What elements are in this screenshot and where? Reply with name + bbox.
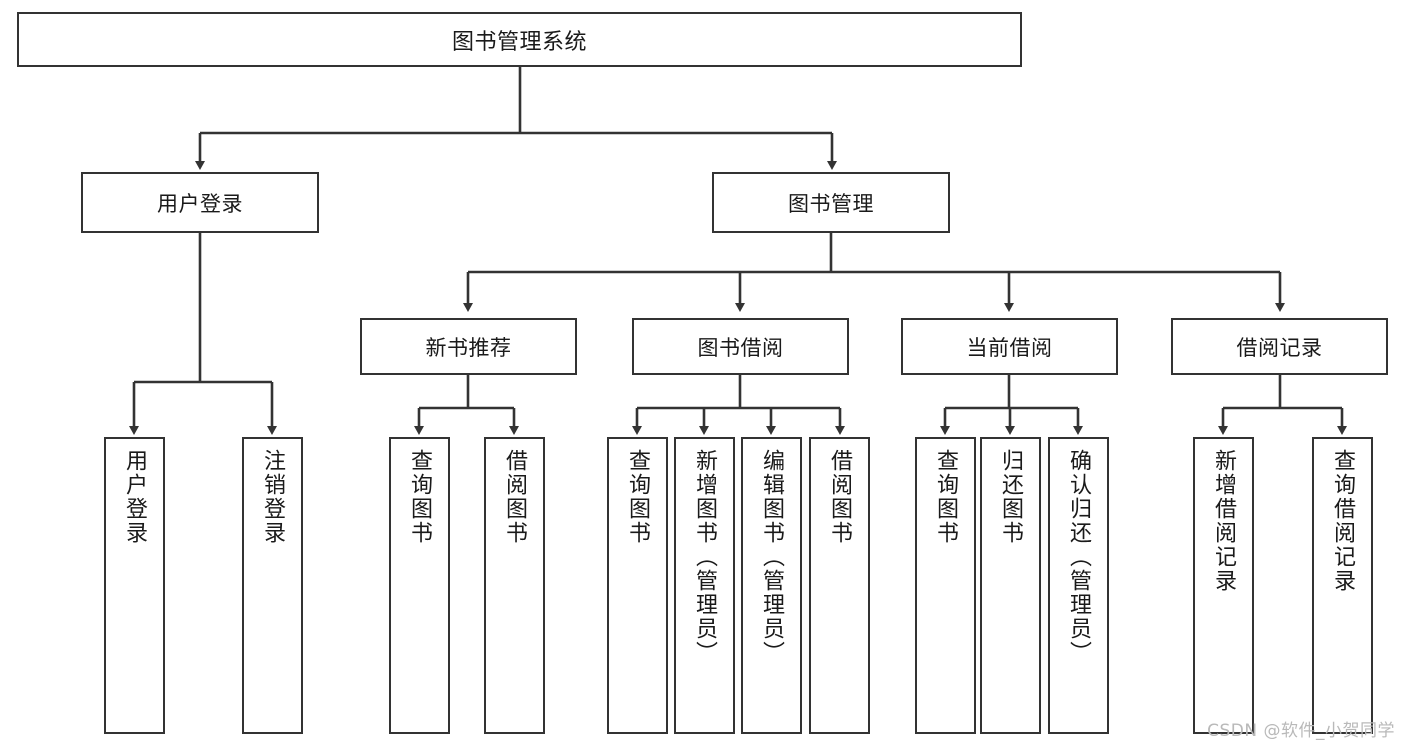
node-label: 新书推荐 [425,335,512,360]
node-label: 查询图书 [933,449,959,545]
node-root-book-management-system[interactable]: 图书管理系统 [17,12,1022,67]
node-label: 注销登录 [260,449,286,545]
node-user-login[interactable]: 用户登录 [81,172,319,233]
node-label: 图书管理 [788,191,874,216]
node-label: 新增借阅记录 [1211,449,1237,593]
node-leaf-return-book[interactable]: 归还图书 [980,437,1041,734]
node-leaf-query-record[interactable]: 查询借阅记录 [1312,437,1373,734]
node-leaf-query-book-1[interactable]: 查询图书 [389,437,450,734]
node-leaf-user-logout[interactable]: 注销登录 [242,437,303,734]
node-leaf-confirm-return[interactable]: 确认归还（管理员） [1048,437,1109,734]
node-leaf-borrow-book-2[interactable]: 借阅图书 [809,437,870,734]
node-label: 新增图书（管理员） [692,449,718,665]
node-leaf-add-record[interactable]: 新增借阅记录 [1193,437,1254,734]
node-label: 编辑图书（管理员） [759,449,785,665]
node-book-management[interactable]: 图书管理 [712,172,950,233]
node-new-book-recommend[interactable]: 新书推荐 [360,318,577,375]
node-leaf-edit-book[interactable]: 编辑图书（管理员） [741,437,802,734]
node-label: 借阅记录 [1236,335,1323,360]
node-leaf-add-book[interactable]: 新增图书（管理员） [674,437,735,734]
node-label: 借阅图书 [827,449,853,545]
node-leaf-user-login[interactable]: 用户登录 [104,437,165,734]
node-label: 查询借阅记录 [1330,449,1356,593]
node-label: 归还图书 [998,449,1024,545]
node-leaf-borrow-book-1[interactable]: 借阅图书 [484,437,545,734]
node-label: 查询图书 [625,449,651,545]
node-label: 用户登录 [157,191,243,216]
node-label: 当前借阅 [966,335,1053,360]
node-leaf-query-book-2[interactable]: 查询图书 [607,437,668,734]
node-label: 图书借阅 [697,335,784,360]
node-borrow-record[interactable]: 借阅记录 [1171,318,1388,375]
node-label: 查询图书 [407,449,433,545]
watermark-text: CSDN @软件_小贺同学 [1207,721,1395,741]
node-leaf-query-book-3[interactable]: 查询图书 [915,437,976,734]
node-label: 借阅图书 [502,449,528,545]
node-label: 确认归还（管理员） [1066,449,1092,665]
node-label: 图书管理系统 [451,29,587,55]
node-current-borrow[interactable]: 当前借阅 [901,318,1118,375]
node-book-borrow[interactable]: 图书借阅 [632,318,849,375]
node-label: 用户登录 [122,449,148,545]
